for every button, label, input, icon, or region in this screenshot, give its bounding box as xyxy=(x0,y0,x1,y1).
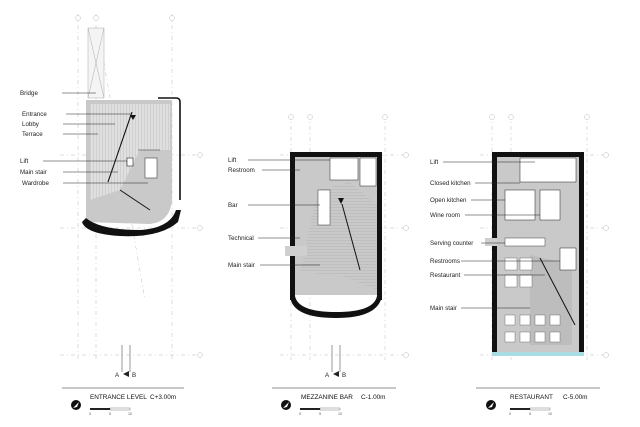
bar-counter xyxy=(317,189,331,226)
restaurant-tables xyxy=(504,257,561,343)
open-kitchen-room xyxy=(504,189,536,221)
label-lift: Lift xyxy=(228,157,237,164)
title-block-entrance: ENTRANCE LEVEL C+3.00m 0 5 10 xyxy=(62,387,184,416)
glazing xyxy=(492,352,584,356)
plan-level: C+3.00m xyxy=(150,394,176,401)
label-restrooms: Restrooms xyxy=(430,258,460,265)
title-block-restaurant: RESTAURANT C-5.00m 0 5 10 xyxy=(476,387,600,416)
plan-mezzanine-bar: Lift Restroom Bar Technical Main stair xyxy=(228,152,382,318)
label-bridge: Bridge xyxy=(20,90,38,97)
svg-text:B: B xyxy=(342,372,346,379)
label-main-stair: Main stair xyxy=(228,262,255,269)
technical-passage xyxy=(285,246,307,256)
plan-level: C-5.00m xyxy=(563,394,588,401)
label-wardrobe: Wardrobe xyxy=(22,180,49,187)
north-arrow-icon xyxy=(281,400,291,410)
svg-text:A: A xyxy=(115,372,120,379)
label-closed-kitchen: Closed kitchen xyxy=(430,180,471,187)
plan-level: C-1.00m xyxy=(361,394,386,401)
entrance-facade xyxy=(82,210,181,237)
svg-text:0: 0 xyxy=(89,412,91,416)
label-bar: Bar xyxy=(228,202,238,209)
label-restroom: Restroom xyxy=(228,167,255,174)
label-restaurant: Restaurant xyxy=(430,272,461,279)
section-marker-entrance: A B xyxy=(115,345,136,379)
label-technical: Technical xyxy=(228,235,254,242)
north-arrow-icon xyxy=(71,400,81,410)
label-lift: Lift xyxy=(430,159,439,166)
plan-title: MEZZANINE BAR xyxy=(301,394,353,401)
svg-text:5: 5 xyxy=(109,412,111,416)
serving-counter-bar xyxy=(504,237,546,247)
closed-kitchen-room xyxy=(519,157,577,183)
title-block-mezzanine: MEZZANINE BAR C-1.00m 0 5 10 xyxy=(272,387,396,416)
label-main-stair: Main stair xyxy=(430,305,457,312)
label-lobby: Lobby xyxy=(22,121,40,128)
label-open-kitchen: Open kitchen xyxy=(430,197,467,204)
plan-title: RESTAURANT xyxy=(510,394,553,401)
svg-text:0: 0 xyxy=(299,412,301,416)
label-main-stair: Main stair xyxy=(20,169,47,176)
section-arrow-icon xyxy=(333,371,339,377)
label-serving-counter: Serving counter xyxy=(430,240,473,247)
svg-text:0: 0 xyxy=(509,412,511,416)
plan-entrance-level: Bridge Entrance Lobby Terrace Lift Main … xyxy=(20,27,181,237)
svg-text:10: 10 xyxy=(548,412,552,416)
label-lift: Lift xyxy=(20,158,29,165)
svg-text:5: 5 xyxy=(529,412,531,416)
label-terrace: Terrace xyxy=(22,131,43,138)
svg-text:10: 10 xyxy=(128,412,132,416)
svg-text:5: 5 xyxy=(319,412,321,416)
svg-text:B: B xyxy=(132,372,136,379)
svg-text:10: 10 xyxy=(338,412,342,416)
section-arrow-icon xyxy=(123,371,129,377)
svg-text:A: A xyxy=(325,372,330,379)
plan-restaurant: Lift Closed kitchen Open kitchen Wine ro… xyxy=(430,152,584,356)
north-arrow-icon xyxy=(486,400,496,410)
section-marker-mezzanine: A B xyxy=(325,345,346,379)
plan-title: ENTRANCE LEVEL xyxy=(90,394,147,401)
wine-room-box xyxy=(539,189,561,221)
label-wine-room: Wine room xyxy=(430,212,460,219)
entrance-lift-shaft xyxy=(126,157,134,167)
label-entrance: Entrance xyxy=(22,111,47,118)
restrooms-box xyxy=(559,247,577,271)
